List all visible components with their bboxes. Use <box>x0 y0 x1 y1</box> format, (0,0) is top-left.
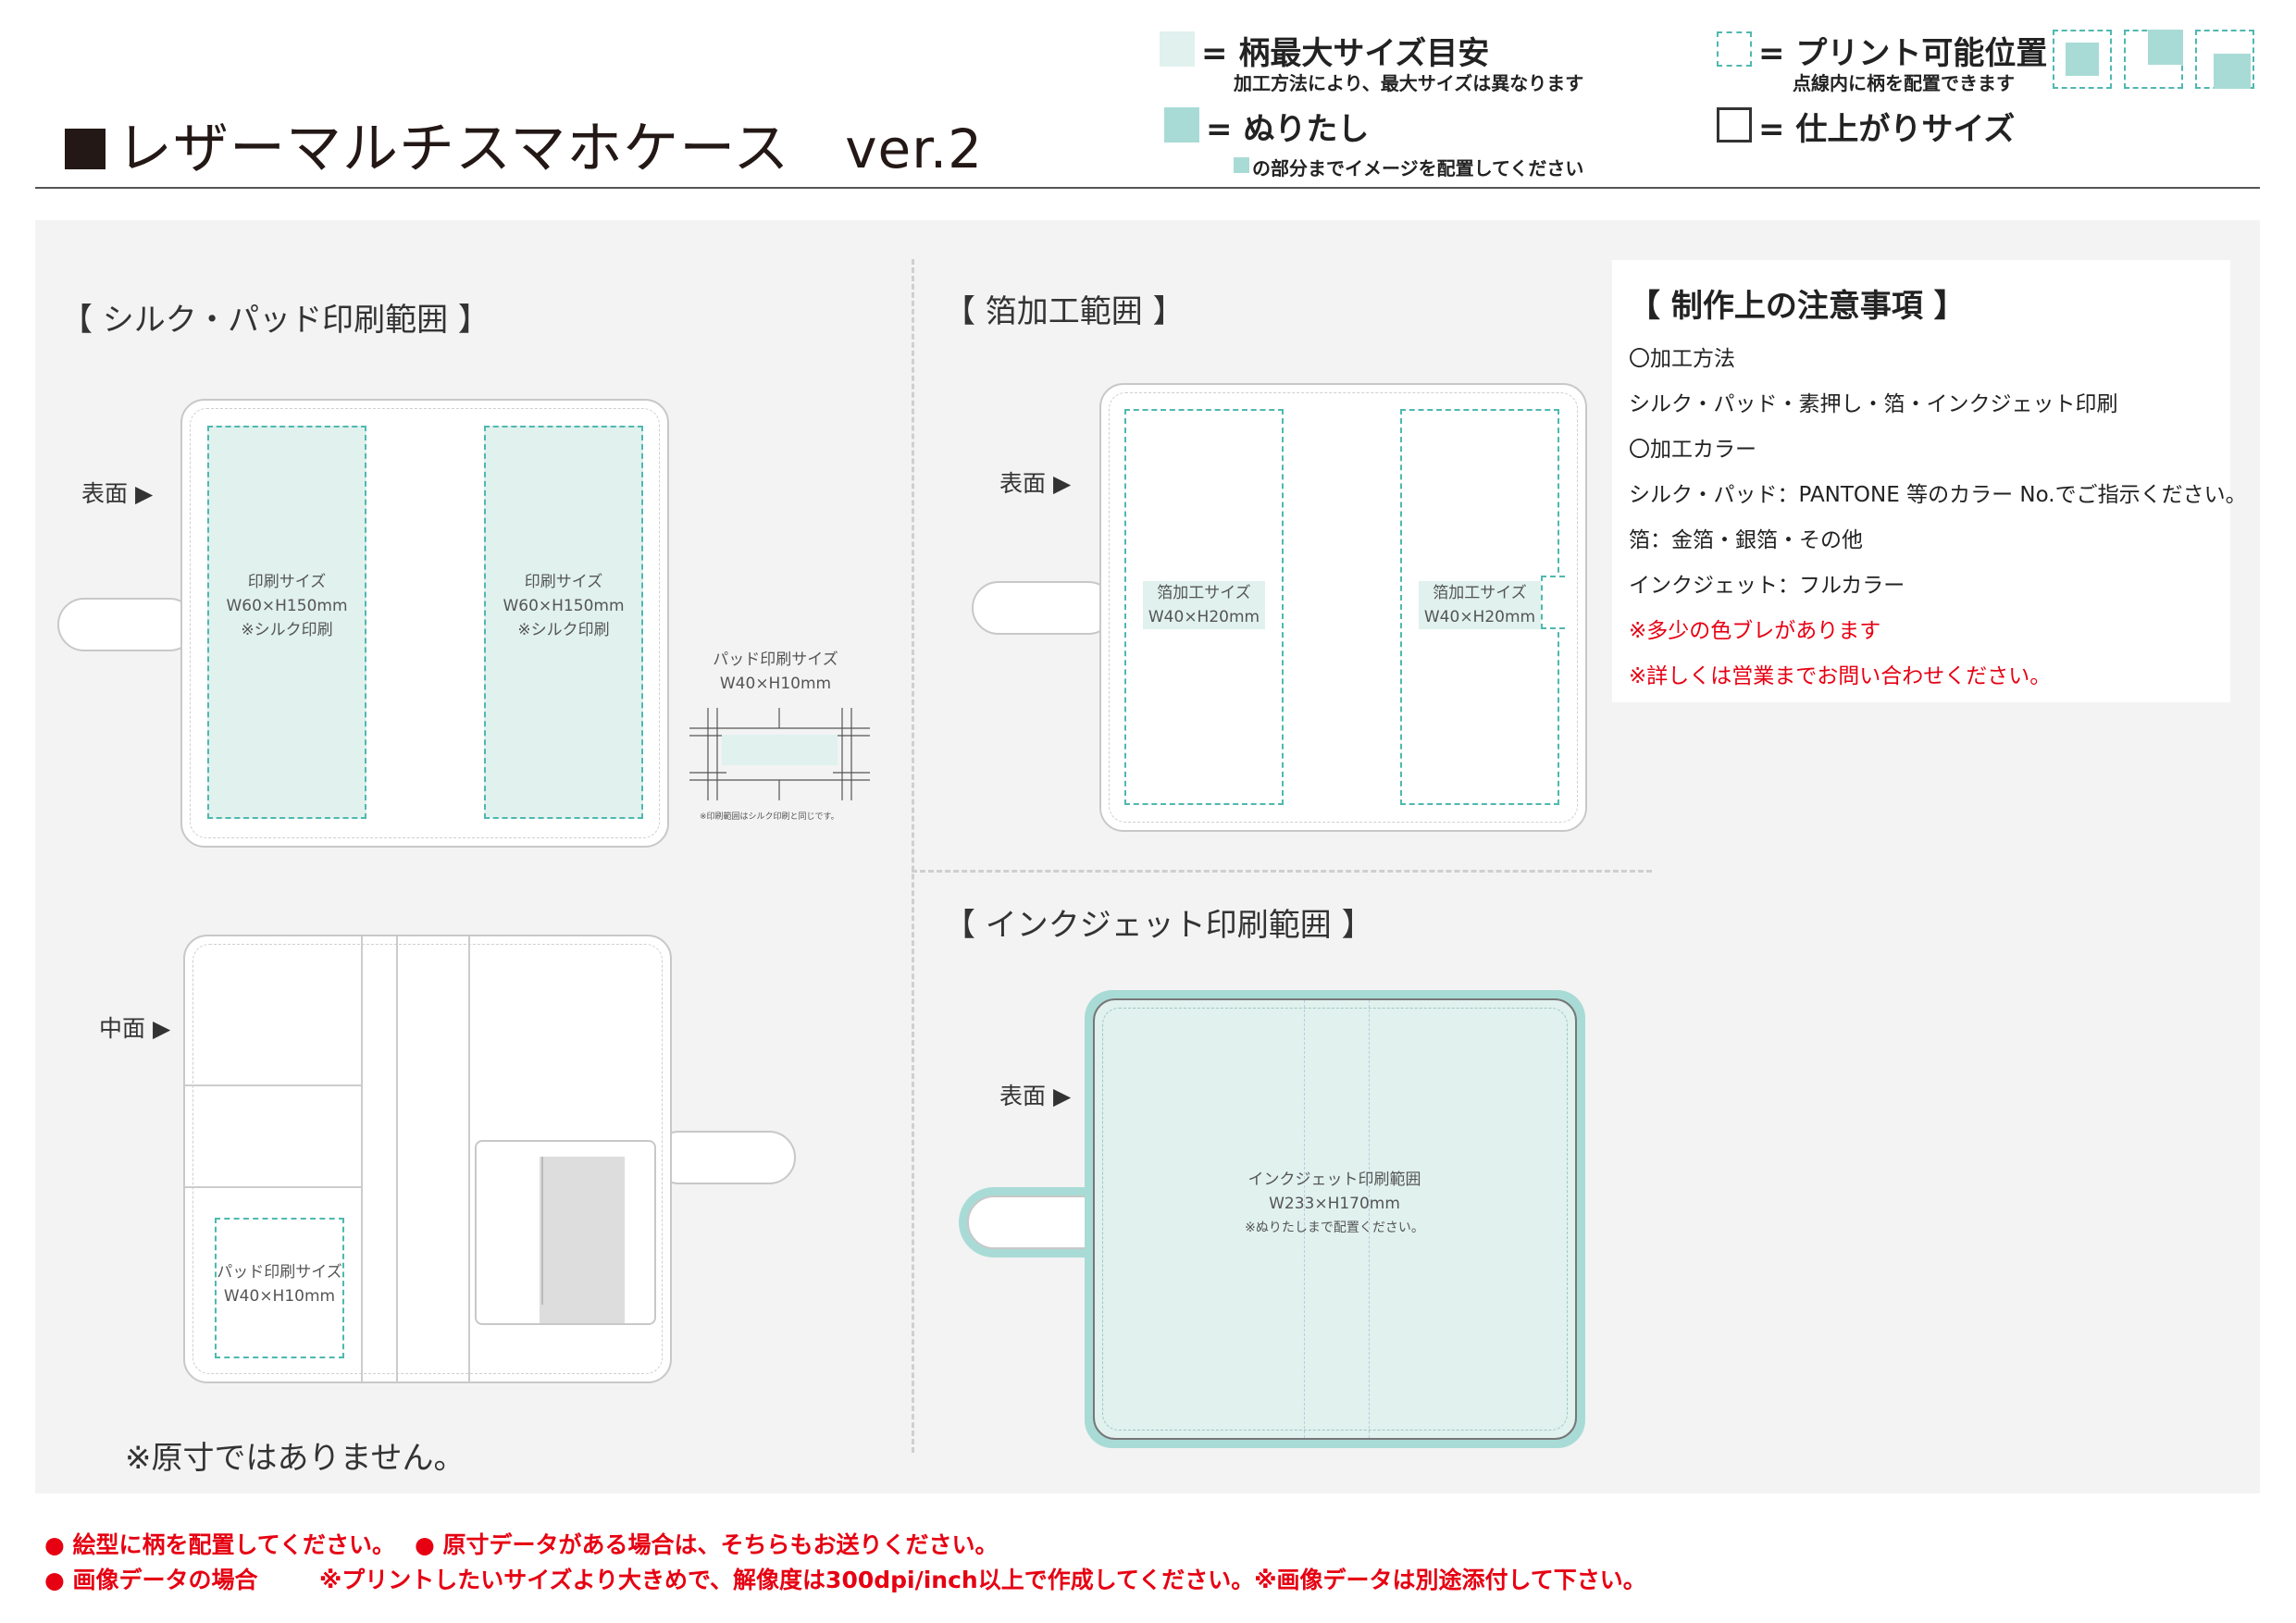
vertical-divider <box>912 259 914 1453</box>
notes-item: 箔：金箔・銀箔・その他 <box>1629 528 1863 552</box>
footer-instruction-1: ● 絵型に柄を配置してください。 <box>44 1531 396 1558</box>
pad-crop-marks-diagram <box>689 708 870 800</box>
legend-print-position-note: 点線内に柄を配置できます <box>1793 72 2015 94</box>
silk-zone-right <box>484 426 643 819</box>
foil-front-strap <box>972 581 1115 635</box>
silk-section-heading: 【 シルク・パッド印刷範囲 】 <box>61 302 490 339</box>
silk-front-strap <box>57 598 196 651</box>
notes-heading: 【 制作上の注意事項 】 <box>1629 288 1966 325</box>
bleed-swatch <box>1164 107 1199 142</box>
black-square-icon <box>65 129 105 169</box>
legend-bleed-note: の部分までイメージを配置してください <box>1252 157 1584 180</box>
header-divider <box>35 187 2260 189</box>
legend-finish-size-label: = 仕上がりサイズ <box>1758 111 2016 148</box>
inkjet-bleed-area <box>1085 990 1585 1448</box>
silk-zone-left <box>207 426 366 819</box>
inner-pad-zone <box>215 1218 344 1358</box>
legend-print-position-label: = プリント可能位置 <box>1758 35 2048 72</box>
notes-item: 〇加工カラー <box>1629 438 1756 462</box>
placement-example-3 <box>2195 30 2254 89</box>
notes-item: インクジェット：フルカラー <box>1629 574 1905 598</box>
silk-front-label: 表面 ▶ <box>81 480 154 507</box>
legend-max-size-label: = 柄最大サイズ目安 <box>1201 35 1490 72</box>
legend-bleed-label: = ぬりたし <box>1206 111 1370 148</box>
footer-instruction-4: ※プリントしたいサイズより大きめで、解像度は300dpi/inch以上で作成して… <box>319 1567 1646 1593</box>
placement-example-2 <box>2124 30 2183 89</box>
foil-front-label: 表面 ▶ <box>999 470 1072 497</box>
notes-warning: ※詳しくは営業までお問い合わせください。 <box>1629 664 2052 688</box>
silk-inner-label: 中面 ▶ <box>99 1015 171 1042</box>
pad-print-area <box>722 735 838 765</box>
silk-inner-strap <box>652 1131 796 1184</box>
notes-warning: ※多少の色ブレがあります <box>1629 619 1881 643</box>
version-label: ver.2 <box>845 118 984 180</box>
notes-item: シルク・パッド：PANTONE 等のカラー No.でご指示ください。 <box>1629 483 2247 507</box>
placement-example-1 <box>2053 30 2112 89</box>
pad-note: ※印刷範囲はシルク印刷と同じです。 <box>700 812 839 822</box>
bleed-mini-swatch <box>1234 157 1249 173</box>
finish-size-swatch <box>1717 107 1752 142</box>
legend-max-size-note: 加工方法により、最大サイズは異なります <box>1234 72 1584 94</box>
foil-section-heading: 【 箔加工範囲 】 <box>944 293 1185 330</box>
print-position-swatch <box>1717 31 1752 67</box>
inkjet-front-label: 表面 ▶ <box>999 1083 1072 1109</box>
footer-instruction-3: ● 画像データの場合 <box>44 1567 258 1593</box>
not-actual-size-note: ※原寸ではありません。 <box>125 1440 465 1477</box>
foil-zone-right-notch <box>1541 576 1565 629</box>
inkjet-section-heading: 【 インクジェット印刷範囲 】 <box>944 907 1373 944</box>
production-notes-box: 【 制作上の注意事項 】 〇加工方法 シルク・パッド・素押し・箔・インクジェット… <box>1612 260 2247 702</box>
horizontal-divider <box>912 870 1652 873</box>
notes-item: 〇加工方法 <box>1629 347 1735 371</box>
footer-instruction-2: ● 原寸データがある場合は、そちらもお送りください。 <box>415 1531 999 1558</box>
phone-holder <box>475 1140 656 1325</box>
notes-item: シルク・パッド・素押し・箔・インクジェット印刷 <box>1629 392 2118 416</box>
max-size-swatch <box>1160 31 1195 67</box>
